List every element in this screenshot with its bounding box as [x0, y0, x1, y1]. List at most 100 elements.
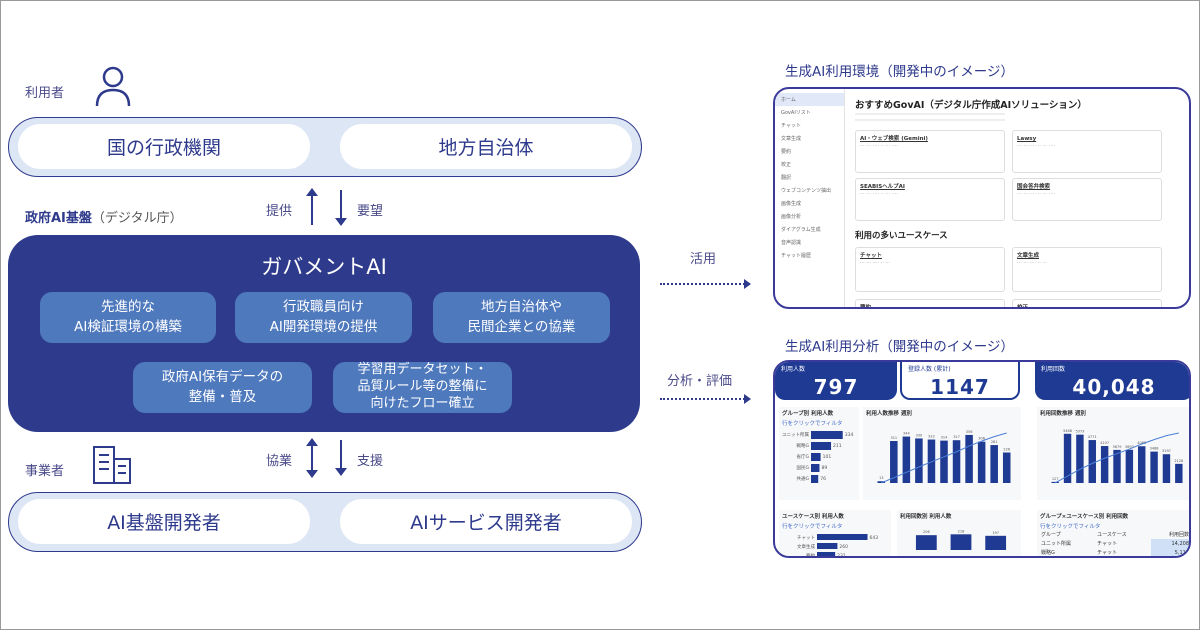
bar-value: 322 [928, 435, 935, 439]
bar [915, 438, 923, 483]
ai-service-developers: AIサービス開発者 [340, 499, 632, 544]
arrow-up-provide [311, 192, 313, 225]
sidebar-item[interactable]: 文章生成 [781, 136, 802, 142]
bar-value: 281 [991, 440, 998, 444]
bar-label: 省庁G [797, 453, 810, 460]
bar [1125, 449, 1134, 483]
government-ai-title: ガバメントAI [261, 255, 387, 279]
analysis-flow-arrow [660, 398, 745, 400]
cumulative-line [881, 432, 1007, 484]
bar [817, 552, 836, 556]
sidebar-item[interactable]: ダイアグラム生成 [781, 227, 821, 233]
bar [1162, 454, 1171, 483]
bar [817, 543, 838, 549]
initiative-1: 先進的な AI検証環境の構築 [40, 292, 216, 343]
usecase-card[interactable]: 校正 [1012, 299, 1162, 307]
bar [1113, 449, 1121, 483]
arrowhead-down-icon [335, 218, 347, 226]
usecase-card[interactable]: チャット··· ··· ···· ·· ··· [855, 247, 1005, 292]
sidebar-item[interactable]: 画像分析 [781, 214, 802, 220]
sidebar-item[interactable]: ホーム [775, 93, 844, 106]
bar [965, 434, 973, 483]
bar-value: 89 [821, 465, 827, 471]
bar-label: ユニット所属 [782, 431, 809, 438]
vendors-label: 事業者 [25, 464, 65, 479]
arrowhead-up-icon [306, 438, 318, 446]
building-icon [93, 446, 131, 484]
sidebar-item[interactable]: 要約 [781, 149, 792, 155]
initiative-2: 行政職員向け AI開発環境の提供 [235, 292, 412, 343]
bar-value: 643 [870, 535, 879, 541]
bar-value: 197 [992, 531, 999, 535]
bar-value: 317 [953, 435, 960, 439]
sidebar-item[interactable]: ウェブコンテンツ抽出 [781, 188, 832, 194]
sidebar-item[interactable]: 翻訳 [781, 175, 792, 181]
bar [811, 431, 843, 439]
bar-value: 13 [879, 476, 883, 480]
govai-card[interactable]: SEABISヘルプAI··· ··· ···· ·· ··· ···· [855, 178, 1005, 221]
sidebar-item[interactable]: 画像生成 [781, 201, 802, 207]
local-governments: 地方自治体 [340, 124, 632, 169]
env-description [855, 113, 1005, 121]
government-ai-box: ガバメントAI 先進的な AI検証環境の構築 行政職員向け AI開発環境の提供 … [8, 235, 640, 432]
bar [952, 440, 961, 483]
bar [940, 440, 948, 483]
govai-card[interactable]: 国会答弁検索··· ··· ···· ·· ··· ···· [1012, 178, 1162, 221]
kpi-registered: 登録人数 (累計)1147 [900, 362, 1020, 400]
bar-value: 4085 [1137, 441, 1146, 445]
bar-value: 101 [823, 454, 832, 460]
bar [1002, 452, 1011, 483]
env-title: 生成AI利用環境（開発中のイメージ） [785, 64, 1014, 80]
group-usecase-panel: グループ×ユースケース別 利用回数行をクリックでフィルタ グループユースケース利… [1037, 510, 1189, 556]
national-agencies: 国の行政機関 [18, 124, 310, 169]
bar-value: 356 [966, 430, 973, 434]
bar [950, 534, 972, 550]
bar-value: 206 [923, 530, 930, 534]
use-flow-label: 活用 [690, 252, 717, 267]
initiative-4: 政府AI保有データの 整備・普及 [133, 362, 312, 413]
vendors-group: AI基盤開発者 AIサービス開発者 [8, 492, 642, 552]
bar [877, 481, 886, 483]
sidebar-item[interactable]: 音声認識 [781, 240, 802, 246]
bar-value: 218 [958, 529, 965, 533]
bar-label: 戦略G [797, 442, 810, 449]
arrow-up-collab [311, 442, 313, 475]
arrowhead-up-icon [306, 188, 318, 196]
bar-label: チャット [797, 535, 815, 541]
bar [811, 475, 819, 483]
arrowhead-down-icon [306, 470, 318, 478]
bar [1175, 463, 1183, 483]
platform-label-paren: （デジタル庁） [91, 211, 183, 226]
analysis-flow-label: 分析・評価 [667, 374, 733, 389]
govai-card[interactable]: AI・ウェブ検索 (Gemini)··· ··· ···· ·· ··· ···… [855, 130, 1005, 173]
sidebar-item[interactable]: チャット [781, 123, 801, 129]
usecase-card[interactable]: 要約 [855, 299, 1005, 307]
bar-value: 314 [941, 436, 948, 440]
bar [1088, 440, 1096, 483]
bar-label: 文章生成 [797, 543, 815, 550]
sidebar-item[interactable]: GovAIリスト [781, 110, 811, 116]
users-group: 国の行政機関 地方自治体 [8, 117, 642, 177]
usecase-heading: 利用の多いユースケース [855, 231, 948, 241]
platform-label-bold: 政府AI基盤 [25, 211, 92, 226]
sidebar-item[interactable]: チャット履歴 [781, 253, 811, 259]
govai-card[interactable]: Lawsy··· ··· ···· ·· ··· ···· [1012, 130, 1162, 173]
bar [902, 436, 911, 483]
usecase-card[interactable]: 文章生成··· ··· ···· ·· ··· [1012, 247, 1162, 292]
analytics-title: 生成AI利用分析（開発中のイメージ） [785, 339, 1014, 355]
use-flow-arrow [660, 283, 745, 285]
bar-value: 260 [839, 544, 848, 550]
bar [1100, 446, 1109, 483]
env-sidebar: ホーム GovAIリストチャット文章生成要約校正翻訳ウェブコンテンツ抽出画像生成画… [775, 89, 845, 307]
sidebar-item[interactable]: 校正 [781, 162, 792, 168]
